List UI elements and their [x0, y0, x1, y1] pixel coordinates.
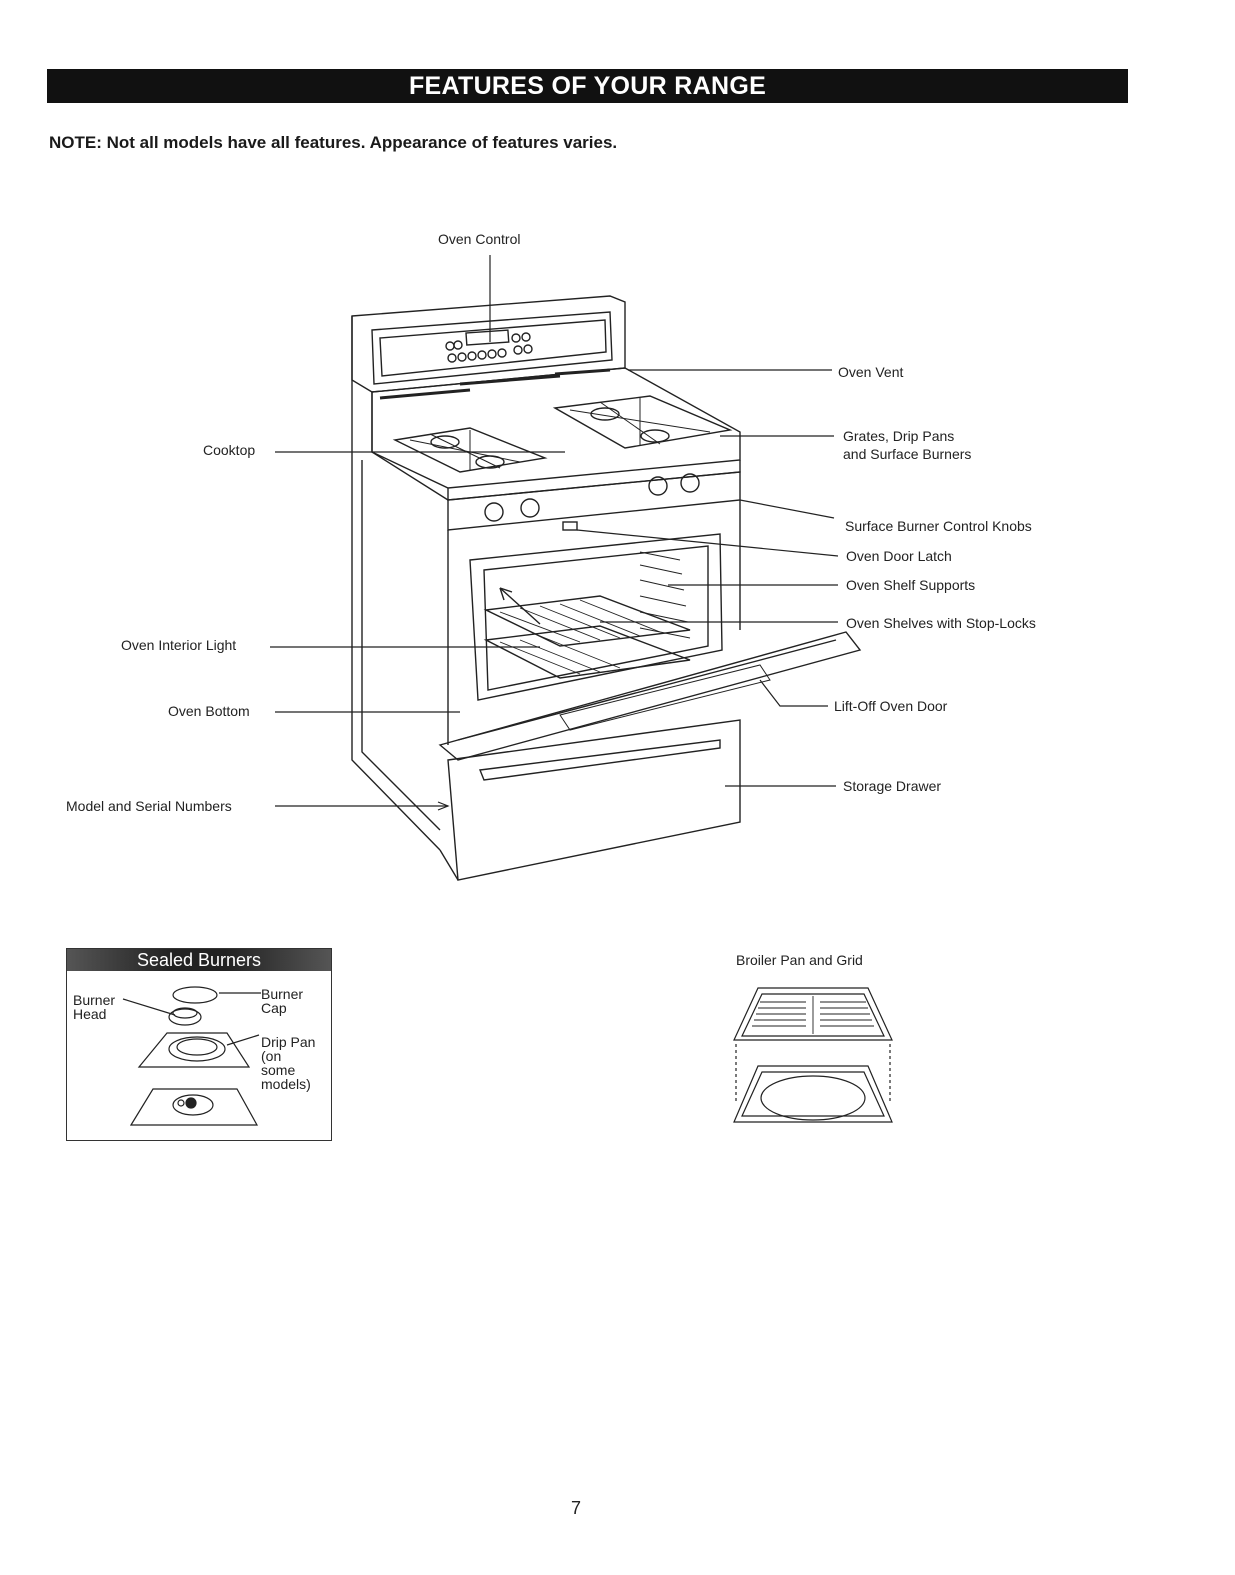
page-number: 7 [571, 1498, 582, 1518]
oven-door-latch-label: Oven Door Latch [846, 548, 952, 564]
drip-pan-label: Drip Pan (on some models) [261, 1034, 316, 1092]
sealed-burners-panel: Sealed Burners Burner Head Burner Cap Dr… [66, 948, 332, 1141]
grates-label-line2: and Surface Burners [843, 446, 972, 462]
oven-vent-label: Oven Vent [838, 364, 904, 380]
model-serial-label: Model and Serial Numbers [66, 798, 232, 814]
oven-interior-light-label: Oven Interior Light [121, 637, 237, 653]
oven-control-label: Oven Control [438, 231, 521, 247]
broiler-pan-title: Broiler Pan and Grid [736, 952, 863, 968]
broiler-pan-illustration [733, 987, 893, 1123]
grates-label-line1: Grates, Drip Pans [843, 428, 955, 444]
burner-head-label: Burner Head [73, 992, 116, 1022]
page-title: FEATURES OF YOUR RANGE [47, 69, 1128, 103]
storage-drawer-label: Storage Drawer [843, 778, 942, 794]
control-knobs [484, 473, 700, 522]
note-text: NOTE: Not all models have all features. … [49, 133, 618, 152]
oven-shelves-label: Oven Shelves with Stop-Locks [846, 615, 1036, 631]
sealed-burners-title: Sealed Burners [67, 949, 331, 971]
surface-burner-knobs-label: Surface Burner Control Knobs [845, 518, 1032, 534]
lift-off-door-label: Lift-Off Oven Door [834, 698, 948, 714]
sealed-burner-illustration [122, 986, 261, 1126]
cooktop-label: Cooktop [203, 442, 256, 458]
burner-cap-label: Burner Cap [261, 986, 304, 1016]
control-buttons [445, 332, 533, 363]
oven-shelf-supports-label: Oven Shelf Supports [846, 577, 976, 593]
oven-bottom-label: Oven Bottom [168, 703, 250, 719]
